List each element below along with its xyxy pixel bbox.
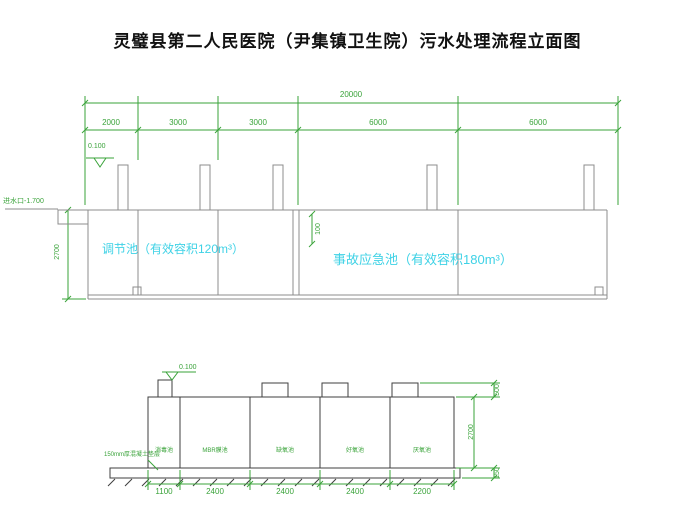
lower-tank-structure — [107, 379, 461, 487]
right-dim-150: 150 — [494, 467, 501, 479]
right-dim-2700: 2700 — [468, 424, 475, 440]
bottom-dim-3: 2400 — [276, 487, 294, 496]
bottom-dim-2: 2400 — [206, 487, 224, 496]
segment-dim-5: 6000 — [529, 118, 547, 127]
segment-dim-3: 3000 — [249, 118, 267, 127]
segment-dim-1: 2000 — [102, 118, 120, 127]
regulation-tank-label: 调节池（有效容积120m³） — [102, 242, 245, 256]
section-label-2: MBR膜池 — [202, 448, 228, 454]
sump-left — [132, 286, 142, 296]
concrete-slab — [109, 467, 461, 479]
upper-height-dim: 2700 — [54, 244, 61, 260]
upper-dimension-lines — [62, 96, 622, 303]
column-4 — [426, 164, 438, 211]
column-1 — [117, 164, 129, 211]
slab-label: 150mm厚混凝土垫层 — [104, 452, 161, 458]
column-2 — [199, 164, 211, 211]
cover-box-1 — [261, 382, 289, 398]
segment-dim-4: 6000 — [369, 118, 387, 127]
section-label-3: 缺氧池 — [275, 448, 294, 454]
lower-dimension-lines — [144, 371, 500, 490]
column-5 — [583, 164, 595, 211]
ground-hatch — [107, 478, 456, 487]
sump-right — [594, 286, 604, 296]
drawing-title: 灵璧县第二人民医院（尹集镇卫生院）污水处理流程立面图 — [113, 32, 582, 51]
segment-dim-2: 3000 — [169, 118, 187, 127]
bottom-dim-5: 2200 — [413, 487, 431, 496]
cover-box-3 — [391, 382, 419, 398]
wall-gap-dim: 100 — [315, 223, 322, 235]
section-label-4: 好氧池 — [345, 448, 364, 454]
emergency-tank-label: 事故应急池（有效容积180m³） — [333, 252, 513, 267]
section-label-5: 厌氧池 — [412, 448, 431, 454]
total-width-dim: 20000 — [339, 90, 363, 99]
bottom-dim-1: 1100 — [155, 487, 173, 496]
upper-elevation-marker — [86, 157, 114, 168]
upper-tank-structure — [5, 164, 608, 300]
column-3 — [272, 164, 284, 211]
inlet-label: 进水口-1.700 — [3, 198, 44, 205]
bottom-dim-4: 2400 — [346, 487, 364, 496]
lower-elevation-label: 0.100 — [179, 364, 197, 371]
section-label-1: 消毒池 — [154, 448, 173, 454]
riser-box — [157, 379, 173, 398]
upper-elevation-label: 0.100 — [88, 143, 106, 150]
right-dim-500: 500 — [494, 384, 501, 396]
cover-box-2 — [321, 382, 349, 398]
lower-tank-body — [147, 396, 455, 469]
inlet-pipe — [57, 209, 89, 225]
